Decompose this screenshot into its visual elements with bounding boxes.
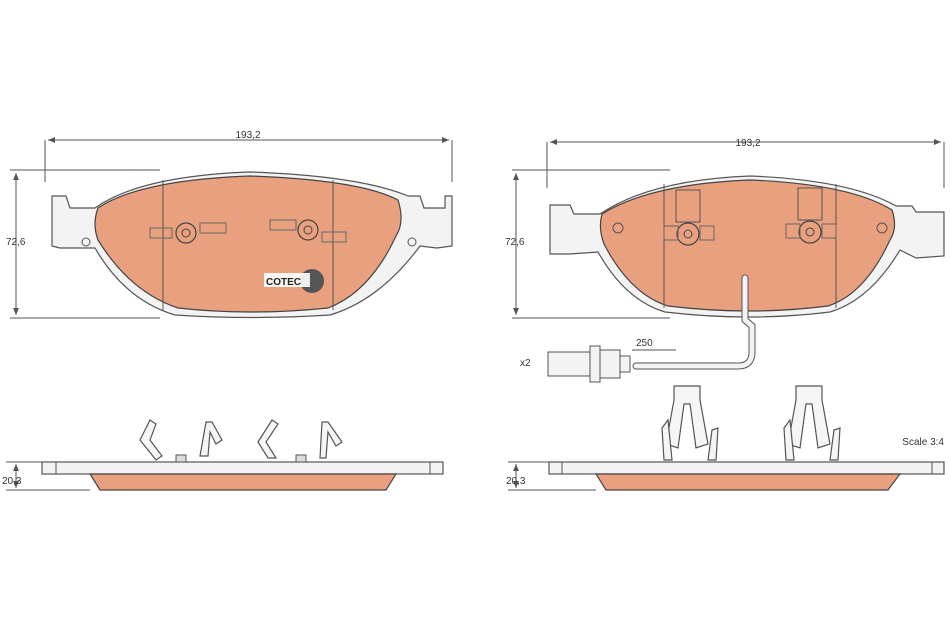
- friction-material: [94, 175, 402, 313]
- friction-material-side: [88, 473, 398, 491]
- sensor-length-label: 250: [636, 338, 653, 349]
- spring-clip-right: [269, 219, 347, 243]
- thickness-dimension-label: 20,3: [2, 476, 22, 487]
- left-pad-front-view: 193,2 72,6 COTEC: [6, 130, 453, 319]
- ear-hole-left: [81, 237, 91, 247]
- right-pad-front-view: 193,2 72,6: [505, 138, 945, 383]
- sensor-connector: [589, 345, 601, 383]
- retaining-clip-left: [661, 385, 719, 461]
- right-pad-side-view: 20,3 Scale 3:4: [506, 385, 945, 491]
- height-dimension-label: 72,6: [6, 237, 26, 248]
- friction-material-side: [594, 473, 902, 491]
- spring-clip-right: [785, 187, 837, 244]
- height-dimension-label: 72,6: [505, 237, 525, 248]
- left-pad-side-view: 20,3: [2, 419, 444, 491]
- scale-label: Scale 3:4: [902, 437, 944, 448]
- retaining-clip-right: [783, 385, 841, 461]
- retaining-clip-4: [319, 421, 343, 459]
- friction-material: [599, 179, 896, 312]
- width-dimension-label: 193,2: [235, 130, 260, 141]
- backing-plate-side: [548, 461, 945, 475]
- cotec-logo: COTEC: [264, 269, 324, 293]
- backing-plate-side: [41, 461, 444, 475]
- ear-hole-left: [612, 222, 624, 234]
- width-dimension-label: 193,2: [735, 138, 760, 149]
- wear-sensor: [547, 274, 756, 383]
- retaining-clip-2: [199, 421, 223, 457]
- retaining-clip-3: [257, 419, 279, 459]
- svg-text:COTEC: COTEC: [266, 277, 301, 288]
- ear-hole-right: [407, 237, 417, 247]
- retaining-clip-1: [139, 419, 163, 461]
- ear-hole-right: [876, 222, 888, 234]
- thickness-dimension-label: 20,3: [506, 476, 526, 487]
- spring-clip-left: [149, 222, 227, 244]
- sensor-quantity-label: x2: [520, 358, 531, 369]
- spring-clip-left: [663, 189, 715, 246]
